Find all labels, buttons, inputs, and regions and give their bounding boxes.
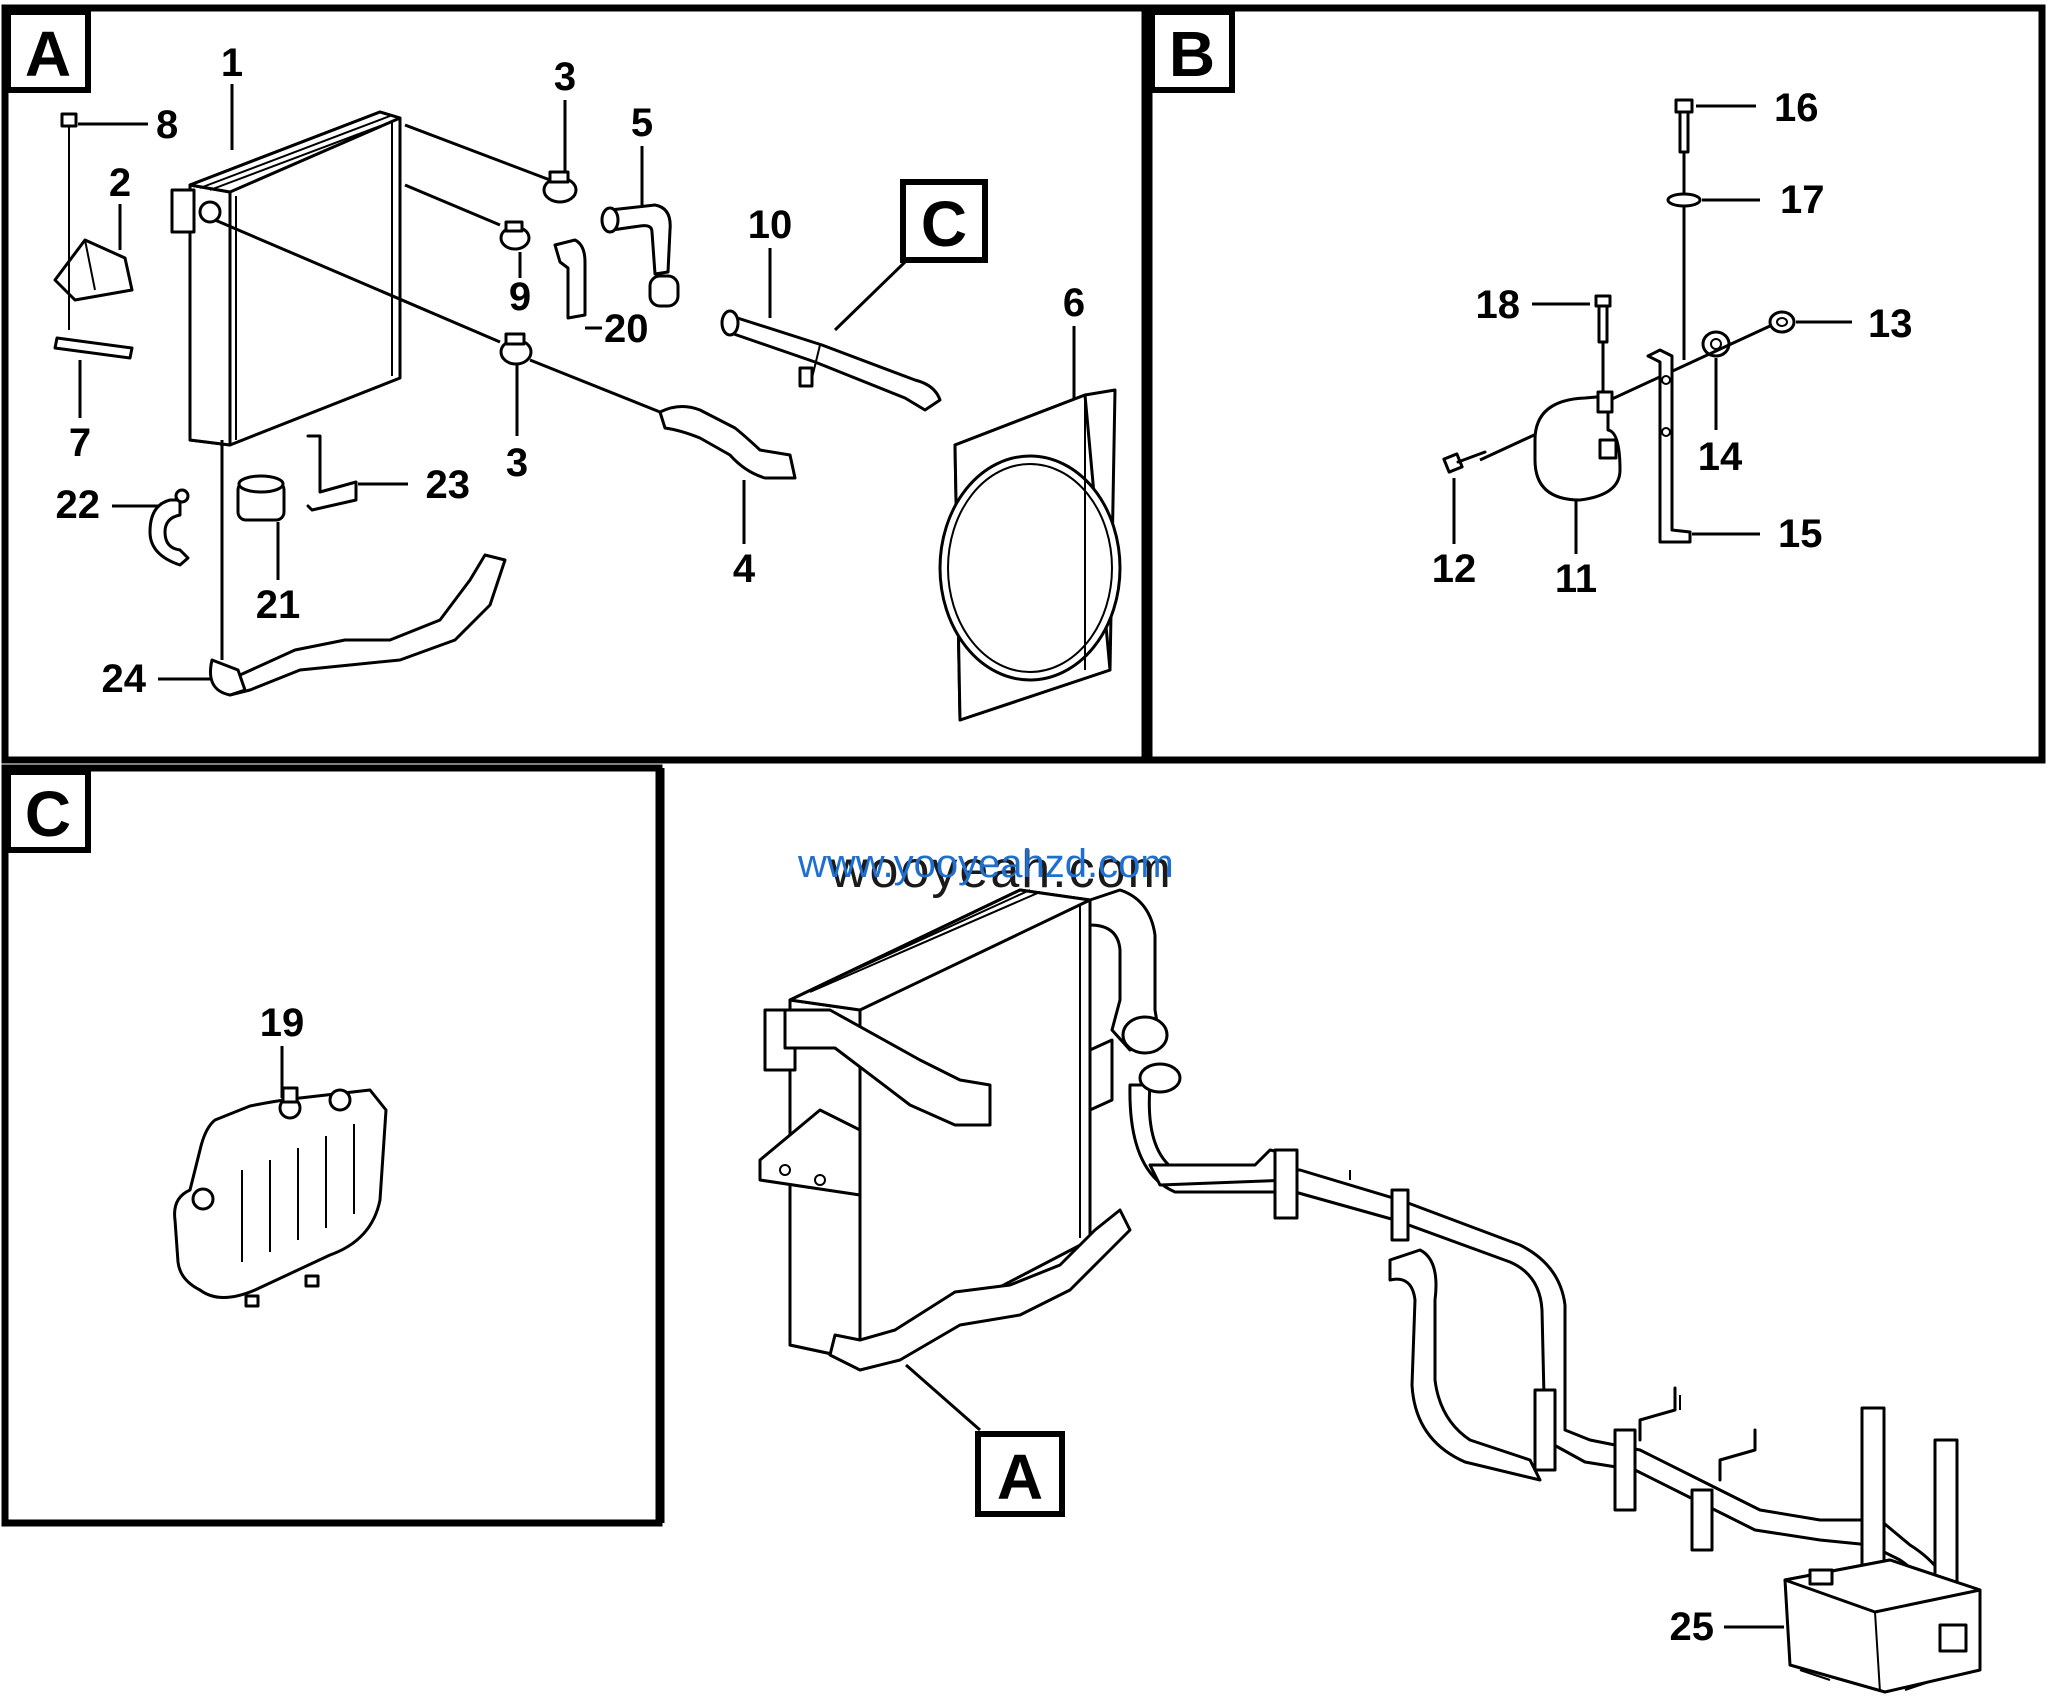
bracket-part-23 bbox=[306, 434, 358, 512]
svg-text:A: A bbox=[25, 18, 71, 90]
callout-11: 11 bbox=[1555, 557, 1597, 601]
section-label-b: B bbox=[1149, 9, 1235, 93]
hose-part-20 bbox=[553, 238, 587, 320]
callout-20: 20 bbox=[604, 307, 649, 351]
connection-line-mid bbox=[404, 183, 501, 227]
callout-3-upper: 3 bbox=[554, 55, 576, 99]
callout-10: 10 bbox=[748, 203, 793, 247]
svg-text:C: C bbox=[921, 188, 967, 260]
watermark-dark: wooyeah.com bbox=[829, 841, 1173, 899]
hose-clamp-part-3-upper bbox=[542, 170, 578, 204]
bracket-part-2 bbox=[53, 238, 134, 360]
svg-text:B: B bbox=[1169, 18, 1215, 90]
radiator-assembly-overview bbox=[758, 888, 1169, 1372]
svg-text:A: A bbox=[997, 1441, 1043, 1513]
expansion-tank-part-19 bbox=[173, 1086, 388, 1308]
tank-part-25 bbox=[1783, 1406, 1982, 1694]
connection-line-upper bbox=[404, 123, 551, 182]
svg-text:C: C bbox=[25, 778, 71, 850]
callout-25: 25 bbox=[1670, 1605, 1715, 1649]
clamp-part-22 bbox=[148, 488, 190, 567]
fan-shroud-part-6 bbox=[938, 388, 1122, 722]
callout-2: 2 bbox=[109, 161, 131, 205]
callout-15: 15 bbox=[1778, 512, 1823, 556]
callout-17: 17 bbox=[1780, 178, 1825, 222]
hose-part-5 bbox=[600, 203, 680, 308]
band-clamp-part-11 bbox=[1533, 390, 1622, 502]
section-ref-c: C bbox=[833, 179, 988, 332]
coolant-pipe-run bbox=[1128, 1062, 1957, 1642]
hose-clamp-part-3-lower bbox=[499, 332, 533, 366]
section-ref-a: A bbox=[905, 1363, 1065, 1517]
callout-8: 8 bbox=[156, 103, 178, 147]
callout-18: 18 bbox=[1476, 283, 1521, 327]
hose-part-24 bbox=[209, 553, 507, 697]
callout-14: 14 bbox=[1698, 435, 1743, 479]
hose-part-4 bbox=[658, 405, 797, 480]
nut-part-13 bbox=[1768, 310, 1796, 334]
section-label-c: C bbox=[5, 769, 91, 853]
washer-part-17 bbox=[1666, 192, 1702, 208]
callout-1: 1 bbox=[221, 41, 243, 85]
callout-4: 4 bbox=[733, 547, 756, 591]
callout-7: 7 bbox=[69, 421, 91, 465]
bolt-part-12 bbox=[1442, 450, 1487, 474]
callout-24: 24 bbox=[102, 657, 147, 701]
callout-12: 12 bbox=[1432, 547, 1477, 591]
bolt-part-8 bbox=[60, 112, 78, 330]
callout-9: 9 bbox=[509, 275, 531, 319]
connection-line-lower bbox=[214, 218, 501, 344]
section-label-a: A bbox=[5, 9, 91, 93]
callout-16: 16 bbox=[1774, 86, 1819, 130]
radiator-part-1 bbox=[170, 110, 402, 447]
bolt-part-16 bbox=[1674, 98, 1694, 154]
hose-clamp-part-9 bbox=[499, 220, 531, 251]
callout-6: 6 bbox=[1063, 281, 1085, 325]
callout-22: 22 bbox=[56, 483, 101, 527]
callout-5: 5 bbox=[631, 101, 653, 145]
panel-b-border bbox=[1145, 4, 2046, 764]
callout-19: 19 bbox=[260, 1001, 305, 1045]
bracket-part-15 bbox=[1646, 348, 1692, 544]
sleeve-part-21 bbox=[236, 474, 286, 522]
callout-3-lower: 3 bbox=[506, 441, 528, 485]
callout-23: 23 bbox=[426, 463, 471, 507]
callout-21: 21 bbox=[256, 583, 301, 627]
pipe-part-10 bbox=[720, 309, 942, 412]
panel-c-border bbox=[1, 764, 663, 1527]
callout-13: 13 bbox=[1868, 302, 1913, 346]
watermark-blue: www.yooyeahzd.com bbox=[797, 842, 1174, 886]
connection-line-lower2 bbox=[529, 358, 661, 414]
fastener-axis-line bbox=[1479, 324, 1771, 462]
bolt-part-18 bbox=[1594, 294, 1612, 392]
panel-a-border bbox=[1, 4, 1149, 764]
